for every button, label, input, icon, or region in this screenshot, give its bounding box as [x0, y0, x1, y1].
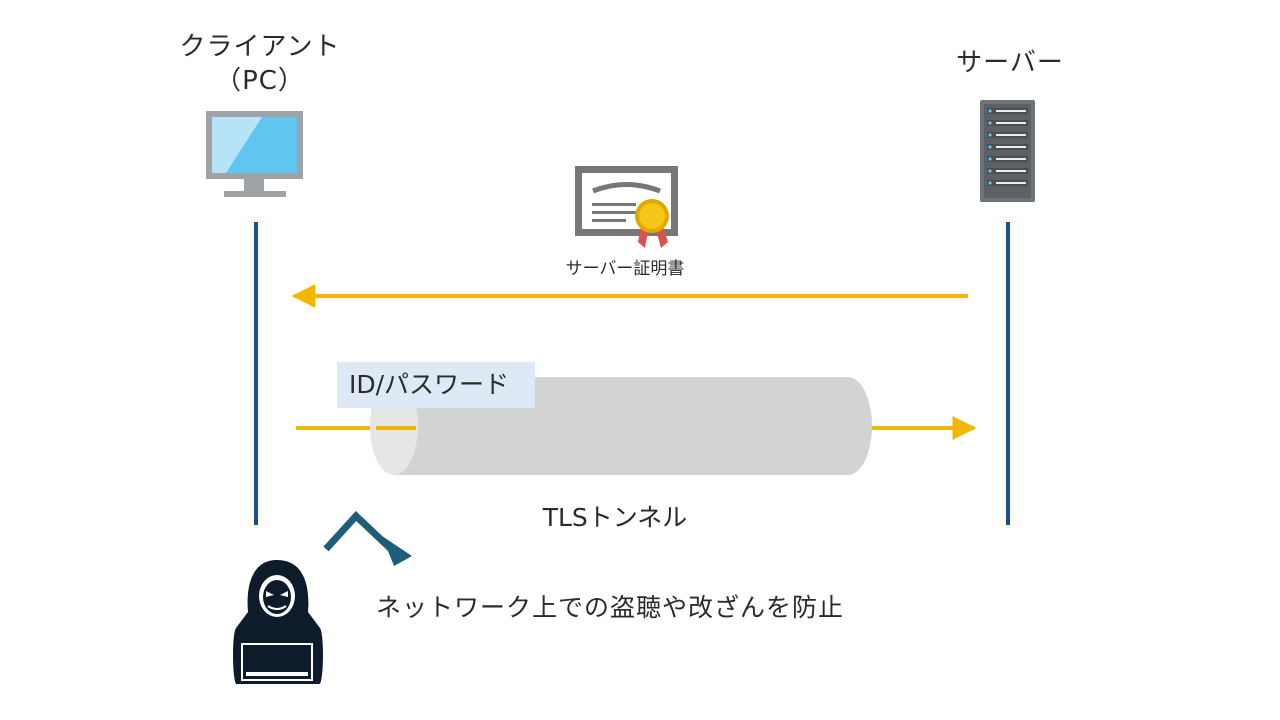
protection-caption: ネットワーク上での盗聴や改ざんを防止	[376, 593, 845, 622]
certificate-icon	[575, 166, 678, 248]
blocked-attack-arrow	[323, 511, 412, 566]
client-label-line1: クライアント	[179, 32, 341, 62]
client-label-line2: （PC）	[215, 66, 305, 96]
tunnel-label: TLSトンネル	[542, 503, 688, 532]
server-icon	[980, 100, 1035, 202]
credentials-label: ID/パスワード	[337, 362, 535, 408]
client-label: クライアント （PC）	[160, 30, 360, 98]
server-label: サーバー	[956, 48, 1064, 78]
certificate-caption: サーバー証明書	[565, 259, 685, 279]
hacker-icon	[233, 560, 323, 684]
monitor-icon	[206, 111, 303, 197]
